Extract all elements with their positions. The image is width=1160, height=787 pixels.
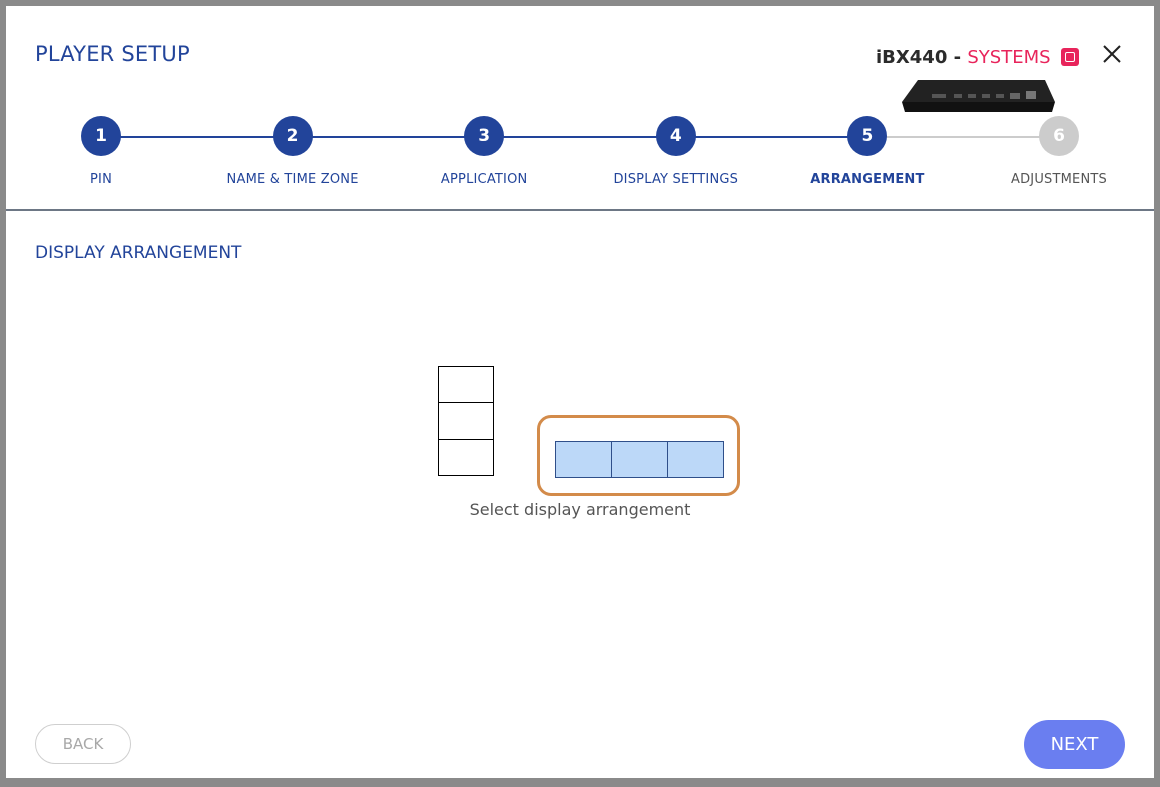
arrangement-hint: Select display arrangement [469,500,691,519]
display-cell [611,441,668,478]
step-label: DISPLAY SETTINGS [613,172,739,187]
arrangement-options: Select display arrangement [6,6,1154,778]
page-title: PLAYER SETUP [35,42,190,66]
section-title: DISPLAY ARRANGEMENT [35,243,242,263]
stepper-remaining-line [867,136,1059,138]
step-number: 4 [655,116,696,156]
step-label: ARRANGEMENT [810,172,925,187]
brand-name: SYSTEMS [967,47,1051,68]
device-model: iBX440 - [876,47,962,68]
step-label: ADJUSTMENTS [1011,172,1107,187]
step-number: 2 [272,116,313,156]
step-number: 1 [81,116,121,156]
arrangement-option-horizontal[interactable] [537,415,740,496]
display-cell [667,441,724,478]
back-button[interactable]: BACK [35,724,131,764]
header-divider [6,209,1154,211]
display-cell [438,402,494,440]
step-label: NAME & TIME ZONE [226,172,359,187]
device-title: iBX440 - SYSTEMS [876,47,1079,68]
close-icon[interactable] [1100,42,1124,66]
display-cell [438,438,494,476]
next-button[interactable]: NEXT [1024,720,1125,769]
step-number: 6 [1039,116,1079,156]
brand-logo-icon [1060,48,1079,66]
step-number: 3 [464,116,505,156]
arrangement-preview-horizontal [555,441,724,478]
step-label: PIN [90,172,112,187]
device-image [902,80,1055,112]
display-cell [438,366,494,404]
display-cell [555,441,612,478]
step-number: 5 [847,116,888,156]
arrangement-option-vertical[interactable] [438,366,494,478]
step-label: APPLICATION [440,172,528,187]
